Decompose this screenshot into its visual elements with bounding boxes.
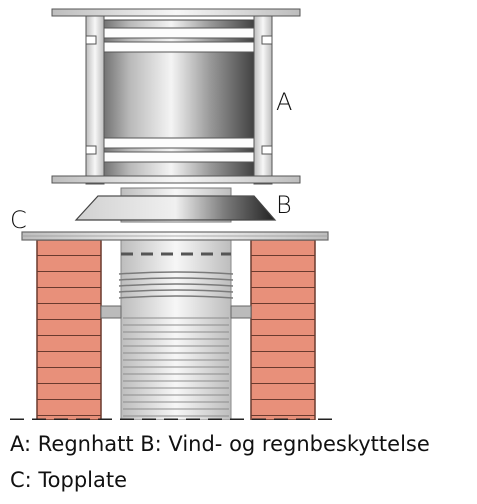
- chimney-cap-diagram: [10, 8, 340, 420]
- label-c: C: [10, 206, 27, 234]
- brick-wall-left: [36, 239, 102, 420]
- top-plate: [21, 231, 329, 241]
- brick-wall-right: [250, 239, 316, 420]
- legend-line-2: C: Topplate: [10, 468, 128, 492]
- wind-rain-shield: [74, 187, 277, 223]
- label-b: B: [276, 191, 292, 219]
- label-a: A: [276, 88, 293, 116]
- flue-pipe: [100, 236, 252, 420]
- rain-cap: [51, 8, 301, 185]
- legend-line-1: A: Regnhatt B: Vind- og regnbeskyttelse: [10, 432, 430, 456]
